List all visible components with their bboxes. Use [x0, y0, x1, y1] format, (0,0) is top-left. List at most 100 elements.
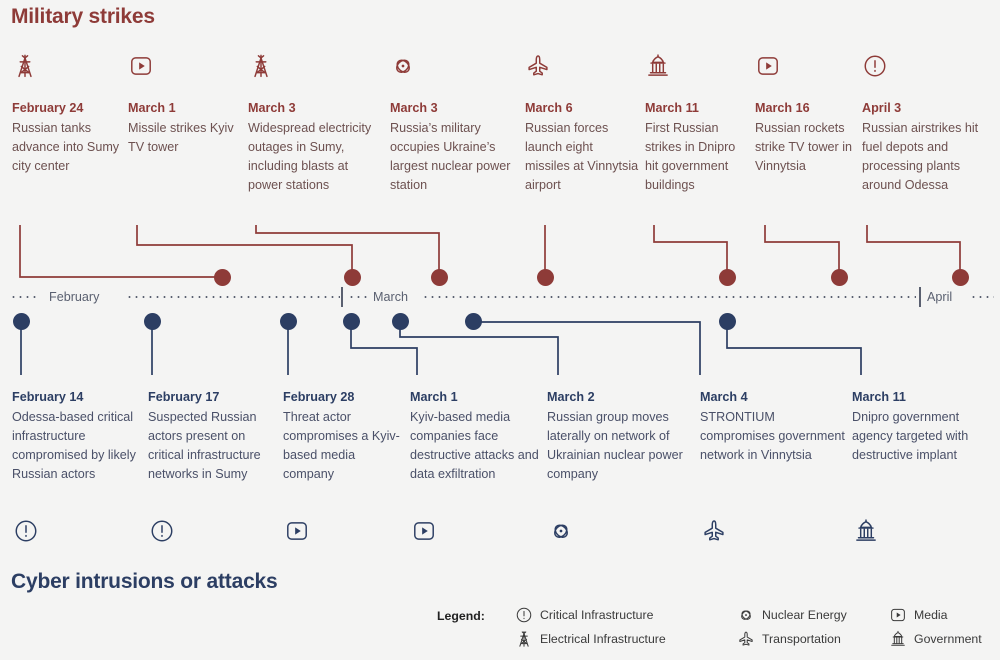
cyber-timeline-dot[interactable]	[279, 313, 297, 330]
cyber-icon-row	[0, 518, 1000, 558]
cyber-timeline-dot[interactable]	[12, 313, 30, 330]
nuclear-energy-icon	[737, 606, 755, 624]
military-event: March 6 Russian forces launch eight missi…	[525, 99, 641, 195]
event-description: Russian tanks advance into Sumy city cen…	[12, 121, 120, 173]
legend-item-label: Government	[914, 632, 982, 646]
military-timeline-dot[interactable]	[536, 269, 554, 286]
event-description: Odessa-based critical infrastructure com…	[12, 410, 136, 481]
event-date: February 14	[12, 390, 84, 404]
government-icon	[889, 630, 907, 648]
event-date: March 6	[525, 101, 573, 115]
legend: Legend: Critical Infrastructure Nuclear E…	[437, 606, 1000, 660]
cyber-connectors	[20, 321, 862, 375]
legend-item: Electrical Infrastructure	[515, 630, 666, 648]
media-icon	[755, 53, 789, 87]
event-description: Russian airstrikes hit fuel depots and p…	[862, 121, 979, 192]
legend-item-label: Media	[914, 608, 948, 622]
transportation-icon	[701, 518, 735, 552]
military-event: March 1 Missile strikes Kyiv TV tower	[128, 99, 240, 157]
event-date: March 16	[755, 101, 810, 115]
critical-infrastructure-icon	[515, 606, 533, 624]
military-icon-row	[0, 53, 1000, 93]
nuclear-energy-icon	[390, 53, 424, 87]
media-icon	[411, 518, 445, 552]
military-timeline-dot[interactable]	[430, 269, 448, 286]
event-date: March 3	[248, 101, 296, 115]
legend-item: Critical Infrastructure	[515, 606, 653, 624]
axis-month-april: April	[927, 290, 953, 304]
event-description: Russian group moves laterally on network…	[547, 410, 683, 481]
critical-infrastructure-icon	[149, 518, 183, 552]
axis-month-march: March	[373, 290, 408, 304]
cyber-event: March 11 Dnipro government agency targete…	[852, 388, 998, 465]
transportation-icon	[737, 630, 755, 648]
event-date: March 11	[645, 101, 699, 115]
cyber-event: March 2 Russian group moves laterally on …	[547, 388, 695, 484]
event-description: Suspected Russian actors present on crit…	[148, 410, 261, 481]
military-timeline-dot[interactable]	[951, 269, 969, 286]
event-description: Russian rockets strike TV tower in Vinny…	[755, 121, 853, 173]
critical-infrastructure-icon	[862, 53, 896, 87]
military-event: March 11 First Russian strikes in Dnipro …	[645, 99, 751, 195]
cyber-timeline-dot[interactable]	[464, 313, 482, 330]
electrical-infrastructure-icon	[515, 630, 533, 648]
event-date: March 2	[547, 390, 595, 404]
event-date: February 28	[283, 390, 355, 404]
military-timeline-dot[interactable]	[830, 269, 848, 286]
military-timeline-dot[interactable]	[213, 269, 231, 286]
military-event: February 24 Russian tanks advance into Su…	[12, 99, 122, 176]
event-description: Dnipro government agency targeted with d…	[852, 410, 969, 462]
cyber-event: March 1 Kyiv-based media companies face d…	[410, 388, 540, 484]
axis-dots-segment	[126, 296, 340, 298]
cyber-timeline-dot[interactable]	[143, 313, 161, 330]
nuclear-energy-icon	[548, 518, 582, 552]
military-event: March 16 Russian rockets strike TV tower …	[755, 99, 855, 176]
government-icon	[645, 53, 679, 87]
legend-label: Legend:	[437, 609, 485, 623]
event-description: Kyiv-based media companies face destruct…	[410, 410, 539, 481]
military-connectors	[19, 225, 961, 278]
military-timeline-dot[interactable]	[718, 269, 736, 286]
cyber-timeline-dot[interactable]	[718, 313, 736, 330]
event-description: Russian forces launch eight missiles at …	[525, 121, 639, 192]
event-date: March 1	[128, 101, 176, 115]
axis-dots-segment	[348, 296, 370, 298]
axis-tick-april	[919, 287, 921, 307]
axis-tick-march	[341, 287, 343, 307]
event-description: First Russian strikes in Dnipro hit gove…	[645, 121, 736, 192]
event-date: March 4	[700, 390, 748, 404]
event-date: February 17	[148, 390, 220, 404]
event-description: Widespread electricity outages in Sumy, …	[248, 121, 372, 192]
media-icon	[128, 53, 162, 87]
legend-item: Nuclear Energy	[737, 606, 847, 624]
cyber-event: February 17 Suspected Russian actors pres…	[148, 388, 276, 484]
event-description: Threat actor compromises a Kyiv-based me…	[283, 410, 400, 481]
legend-item: Transportation	[737, 630, 841, 648]
event-description: Russia’s military occupies Ukraine’s lar…	[390, 121, 511, 192]
legend-item-label: Nuclear Energy	[762, 608, 847, 622]
media-icon	[889, 606, 907, 624]
cyber-title: Cyber intrusions or attacks	[11, 570, 278, 593]
event-date: March 1	[410, 390, 458, 404]
cyber-timeline-dot[interactable]	[342, 313, 360, 330]
event-date: March 3	[390, 101, 438, 115]
electrical-infrastructure-icon	[12, 53, 46, 87]
legend-item-label: Critical Infrastructure	[540, 608, 654, 622]
cyber-event: February 28 Threat actor compromises a Ky…	[283, 388, 407, 484]
cyber-event: February 14 Odessa-based critical infrast…	[12, 388, 146, 484]
timeline-axis: February March April	[0, 287, 1000, 308]
axis-dots-segment	[422, 296, 916, 298]
event-date: March 11	[852, 390, 906, 404]
axis-dots-segment	[10, 296, 40, 298]
cyber-timeline-dot[interactable]	[391, 313, 409, 330]
transportation-icon	[525, 53, 559, 87]
legend-item-label: Transportation	[762, 632, 841, 646]
electrical-infrastructure-icon	[248, 53, 282, 87]
military-timeline-dot[interactable]	[343, 269, 361, 286]
event-description: Missile strikes Kyiv TV tower	[128, 121, 234, 154]
legend-item-label: Electrical Infrastructure	[540, 632, 666, 646]
event-date: February 24	[12, 101, 84, 115]
axis-month-february: February	[49, 290, 100, 304]
legend-item: Media	[889, 606, 948, 624]
